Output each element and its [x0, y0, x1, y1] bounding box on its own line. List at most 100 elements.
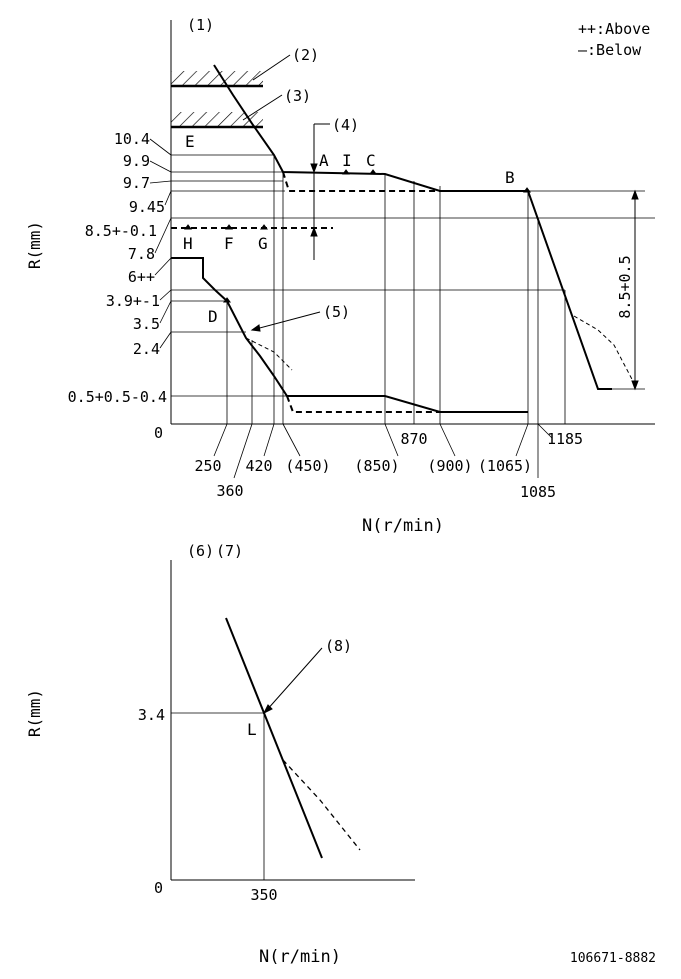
leader-8 [265, 647, 323, 712]
x-tick-1065: (1065) [478, 457, 532, 475]
leader-5-head [250, 324, 261, 332]
leader-3 [242, 94, 283, 121]
dimension-head-bottom [631, 380, 639, 391]
y-tick-3-5: 3.5 [133, 315, 160, 333]
x-tick-420: 420 [245, 457, 272, 475]
ref-label-4: (4) [332, 116, 359, 134]
point-label-e: E [185, 132, 195, 151]
leader [149, 180, 172, 184]
marker-h [184, 224, 192, 230]
leader [154, 217, 172, 254]
y-tick-6: 6++ [128, 268, 155, 286]
top-y-axis-label: R(mm) [25, 221, 44, 269]
y-tick-2-4: 2.4 [133, 340, 160, 358]
droop-dashed-branch [573, 315, 636, 386]
y-tick-9-9: 9.9 [123, 152, 150, 170]
top-chart-labels: (1) (2) (3) (4) (5) R(mm) N(r/min) 10.4 … [25, 16, 634, 536]
point-label-d: D [208, 307, 218, 326]
point-label-f: F [224, 234, 234, 253]
footer-code: 106671-8882 [570, 951, 656, 966]
top-x-axis-label: N(r/min) [362, 516, 444, 536]
bottom-x-tick-350: 350 [250, 886, 277, 904]
marker-b [523, 187, 531, 193]
marker-c [369, 169, 377, 175]
point-label-h: H [183, 234, 193, 253]
leader [384, 423, 399, 457]
dimension-label: 8.5+0.5 [616, 255, 634, 318]
top-chart [149, 20, 655, 479]
leader [282, 423, 301, 457]
bottom-y-tick-0: 0 [154, 879, 163, 897]
leader [164, 190, 172, 206]
y-tick-3-9: 3.9+-1 [106, 292, 160, 310]
x-tick-870: 870 [400, 430, 427, 448]
marker-g [260, 224, 268, 230]
leader [439, 423, 456, 457]
leader [515, 423, 529, 457]
marker-d [223, 297, 231, 303]
leader-2 [252, 54, 291, 81]
leader [537, 423, 553, 439]
leader [159, 289, 172, 301]
ref-label-6: (6) [187, 542, 214, 560]
x-tick-250: 250 [194, 457, 221, 475]
x-tick-360: 360 [216, 482, 243, 500]
bottom-chart [170, 560, 415, 881]
ref-label-1: (1) [187, 16, 214, 34]
ref-label-5: (5) [323, 303, 350, 321]
point-label-g: G [258, 234, 268, 253]
marker-f [225, 224, 233, 230]
y-tick-9-45: 9.45 [129, 198, 165, 216]
leader [233, 423, 253, 479]
x-tick-900: (900) [427, 457, 472, 475]
point-label-l: L [247, 720, 257, 739]
leader-8-head [262, 704, 273, 715]
leader [149, 138, 172, 156]
leader-5 [251, 311, 321, 331]
leader [213, 423, 228, 457]
y-tick-9-7: 9.7 [123, 174, 150, 192]
x-tick-850: (850) [354, 457, 399, 475]
y-tick-0: 0 [154, 424, 163, 442]
arrow-4-head-up [310, 226, 318, 237]
bottom-curve [225, 617, 323, 859]
arrow-4-head-down [310, 163, 318, 174]
point-label-c: C [366, 151, 376, 170]
lower-curve [171, 257, 528, 413]
marker-i [342, 169, 350, 175]
ref-label-8: (8) [325, 637, 352, 655]
legend-above: ++:Above [578, 20, 650, 38]
lower-dashed-curve [286, 395, 440, 413]
y-tick-8-5: 8.5+-0.1 [85, 222, 157, 240]
point-label-b: B [505, 168, 515, 187]
upper-curve [213, 64, 612, 390]
point-label-a: A [319, 151, 329, 170]
y-tick-0-5: 0.5+0.5-0.4 [68, 388, 167, 406]
leader [159, 300, 172, 324]
lower-dashed-branch [245, 337, 293, 371]
x-tick-450: (450) [285, 457, 330, 475]
bottom-y-tick-3-4: 3.4 [138, 706, 165, 724]
point-label-i: I [342, 151, 352, 170]
legend-below: —:Below [578, 41, 642, 59]
leader [149, 160, 172, 173]
stopper-3-hatch [171, 112, 263, 126]
bottom-y-axis-label: R(mm) [25, 689, 44, 737]
leader [154, 257, 172, 276]
bottom-chart-labels: (6) (7) (8) R(mm) 3.4 0 350 L N(r/min) [25, 542, 352, 967]
y-tick-7-8: 7.8 [128, 245, 155, 263]
bottom-dashed-branch [282, 759, 361, 851]
stopper-2-hatch [171, 71, 263, 85]
x-tick-1085: 1085 [520, 483, 556, 501]
y-tick-10-4: 10.4 [114, 130, 150, 148]
ref-label-7: (7) [216, 542, 243, 560]
ref-label-3: (3) [284, 87, 311, 105]
dimension-head-top [631, 189, 639, 200]
x-tick-1185: 1185 [547, 430, 583, 448]
bottom-x-axis-label: N(r/min) [259, 947, 341, 967]
upper-dashed-curve [282, 171, 440, 192]
ref-label-2: (2) [292, 46, 319, 64]
leader [263, 423, 275, 457]
leader [159, 331, 172, 349]
